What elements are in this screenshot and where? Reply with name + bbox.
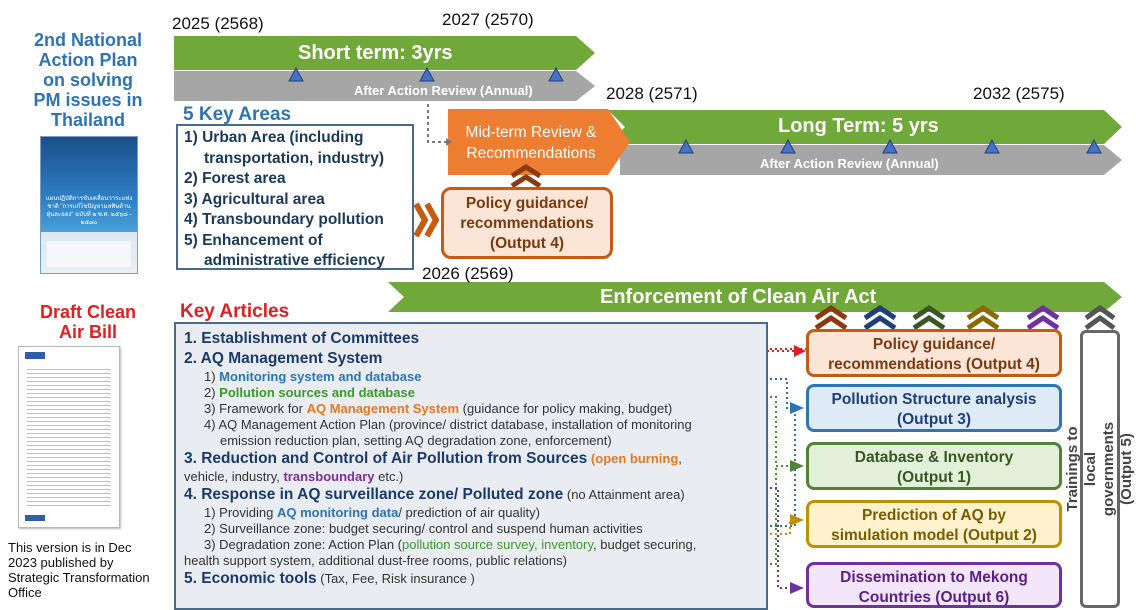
article-1: 1. Establishment of Committees (184, 330, 420, 347)
arrowhead (790, 514, 804, 526)
mid-term-review-label: Mid-term Review & Recommendations (465, 124, 597, 162)
chevron-up-icon (510, 174, 542, 189)
long-term-arrow (608, 110, 1122, 144)
output-3-box: Pollution Structure analysis (Output 3) (806, 384, 1062, 432)
version-note: This version is in Dec 2023 published by… (8, 540, 150, 600)
chevron-down-icon (814, 314, 848, 331)
key-areas-box: 1) Urban Area (including transportation,… (176, 124, 414, 270)
short-term-review-arrow (174, 71, 595, 101)
milestone-triangle (882, 138, 898, 154)
key-areas-title: 5 Key Areas (183, 104, 292, 125)
enforcement-arrow (388, 282, 1122, 312)
training-label: Trainings to local governments (Output 5… (1064, 421, 1135, 517)
chevron-up-icon (510, 164, 542, 179)
article-2-2: 2) Pollution sources and database (204, 385, 415, 400)
article-2-1: 1) Monitoring system and database (204, 369, 422, 384)
year-2026: 2026 (2569) (422, 264, 514, 283)
article-3: 3. Reduction and Control of Air Pollutio… (184, 450, 682, 467)
dotted-connector (427, 104, 446, 143)
key-area-item: 3) Agricultural area (184, 190, 325, 208)
draft-bill-title: Draft Clean Air Bill (39, 302, 137, 342)
output-chevrons (814, 304, 1116, 331)
short-term-arrow (174, 36, 595, 70)
chevron-down-icon (912, 304, 946, 321)
article-5: 5. Economic tools (Tax, Fee, Risk insura… (184, 570, 475, 587)
chevron-right-icon (413, 202, 429, 238)
chevron-down-icon (814, 304, 848, 321)
chevron-down-icon (1084, 304, 1116, 321)
draft-bill-document-image (18, 346, 120, 528)
mid-term-review-shape (448, 109, 630, 175)
chevron-down-icon (912, 314, 946, 331)
connector-arrowhead (446, 138, 452, 146)
chevron-down-icon (966, 304, 1000, 321)
article-3-cont: vehicle, industry, transboundary etc.) (184, 469, 404, 484)
chevron-down-icon (1084, 314, 1116, 331)
key-articles-box: 1. Establishment of Committees 2. AQ Man… (174, 322, 768, 610)
output-2-box: Prediction of AQ by simulation model (Ou… (806, 500, 1062, 548)
chevron-down-icon (863, 314, 897, 331)
arrowhead (790, 582, 804, 594)
cover-text: แผนปฏิบัติการขับเคลื่อนวาระแห่งชาติ "การ… (45, 196, 133, 226)
key-area-item: 5) Enhancement of (184, 231, 323, 249)
long-term-review-label: After Action Review (Annual) (760, 156, 939, 171)
chevron-down-icon (863, 304, 897, 321)
output-4-box: Policy guidance/ recommendations (Output… (806, 329, 1062, 377)
key-area-item: transportation, industry) (204, 149, 384, 167)
article-4-2: 2) Surveillance zone: budget securing/ c… (204, 521, 643, 536)
chevron-down-icon (966, 314, 1000, 331)
training-box: Trainings to local governments (Output 5… (1064, 330, 1135, 608)
key-area-item: 2) Forest area (184, 170, 286, 187)
milestone-triangle (1086, 138, 1102, 154)
chevron-right-icon (424, 202, 440, 238)
long-term-label: Long Term: 5 yrs (778, 115, 939, 137)
output-1-box: Database & Inventory (Output 1) (806, 442, 1062, 490)
action-plan-cover-image: แผนปฏิบัติการขับเคลื่อนวาระแห่งชาติ "การ… (40, 136, 138, 274)
year-2032: 2032 (2575) (973, 84, 1065, 103)
key-area-item: administrative efficiency (204, 252, 385, 269)
short-term-label: Short term: 3yrs (298, 42, 453, 64)
milestone-triangle (419, 66, 435, 82)
key-articles-title: Key Articles (180, 301, 290, 322)
policy-guidance-box-top: Policy guidance/ recommendations (Output… (441, 187, 613, 259)
milestone-triangle (548, 66, 564, 82)
article-2-4: 4) AQ Management Action Plan (province/ … (204, 417, 692, 432)
article-2: 2. AQ Management System (184, 350, 383, 367)
arrowhead (794, 345, 806, 357)
key-area-item: 4) Transboundary pollution (184, 211, 384, 228)
year-2027: 2027 (2570) (442, 10, 534, 29)
article-4-3: 3) Degradation zone: Action Plan (pollut… (204, 537, 697, 552)
article-2-3: 3) Framework for AQ Management System (g… (204, 401, 673, 416)
article-4-1: 1) Providing AQ monitoring data/ predict… (204, 505, 540, 520)
arrowhead (790, 402, 804, 414)
article-4: 4. Response in AQ surveillance zone/ Pol… (184, 486, 685, 503)
key-area-item: 1) Urban Area (including (184, 129, 364, 146)
milestone-triangle (984, 138, 1000, 154)
chevron-down-icon (1026, 314, 1060, 331)
article-2-4-cont: emission reduction plan, setting AQ degr… (220, 433, 612, 448)
output-6-box: Dissemination to Mekong Countries (Outpu… (806, 562, 1062, 608)
milestone-triangle (288, 66, 304, 82)
article-4-3-cont: health support system, additional dust-f… (184, 553, 567, 568)
milestone-triangle (780, 138, 796, 154)
year-2025: 2025 (2568) (172, 14, 264, 33)
year-2028: 2028 (2571) (606, 84, 698, 103)
short-term-review-label: After Action Review (Annual) (354, 83, 533, 98)
enforcement-label: Enforcement of Clean Air Act (600, 286, 877, 308)
action-plan-title: 2nd National Action Plan on solving PM i… (33, 30, 143, 130)
arrowhead (790, 460, 804, 472)
milestone-triangle (678, 138, 694, 154)
chevron-down-icon (1026, 304, 1060, 321)
